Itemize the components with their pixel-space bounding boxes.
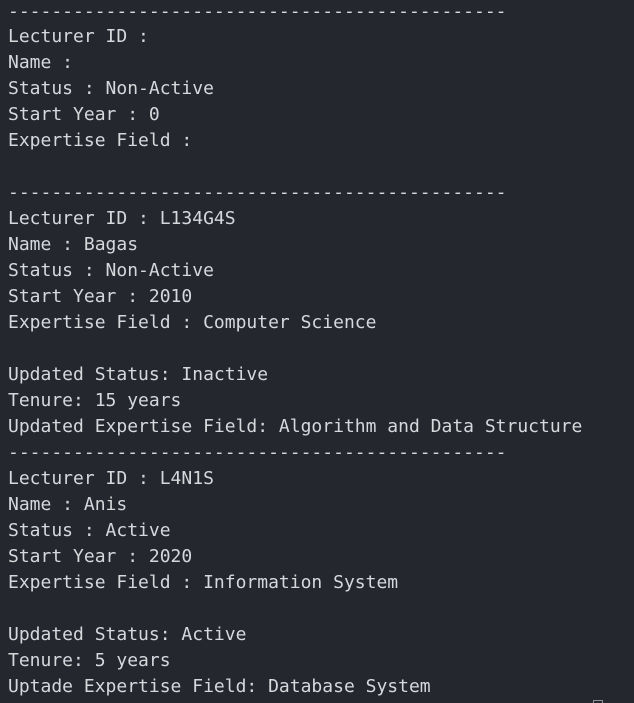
- output-line: Uptade Expertise Field: Database System: [8, 676, 431, 697]
- output-line: Start Year : 2010: [8, 286, 193, 307]
- separator-line: ----------------------------------------…: [8, 1, 507, 22]
- output-line: Lecturer ID : L4N1S: [8, 468, 214, 489]
- blank-line: [8, 596, 634, 622]
- output-line: Updated Status: Inactive: [8, 364, 269, 385]
- output-line: Name :: [8, 52, 74, 73]
- output-line: Lecturer ID :: [8, 26, 149, 47]
- output-line: Start Year : 0: [8, 104, 160, 125]
- output-line: Status : Non-Active: [8, 78, 214, 99]
- output-line: Tenure: 15 years: [8, 390, 182, 411]
- blank-line: [8, 154, 634, 180]
- output-line: Status : Non-Active: [8, 260, 214, 281]
- output-line: Expertise Field : Computer Science: [8, 312, 377, 333]
- terminal-cursor: [593, 700, 603, 703]
- blank-line: [8, 336, 634, 362]
- output-line: Status : Active: [8, 520, 171, 541]
- separator-line: ----------------------------------------…: [8, 182, 507, 203]
- output-line: Name : Bagas: [8, 234, 139, 255]
- output-line: Tenure: 5 years: [8, 650, 171, 671]
- output-line: Start Year : 2020: [8, 546, 193, 567]
- output-line: Name : Anis: [8, 494, 128, 515]
- separator-line: ----------------------------------------…: [8, 442, 507, 463]
- output-line: Expertise Field :: [8, 130, 193, 151]
- output-line: Lecturer ID : L134G4S: [8, 208, 236, 229]
- output-line: Updated Expertise Field: Algorithm and D…: [8, 416, 583, 437]
- output-line: Updated Status: Active: [8, 624, 247, 645]
- output-line: Expertise Field : Information System: [8, 572, 399, 593]
